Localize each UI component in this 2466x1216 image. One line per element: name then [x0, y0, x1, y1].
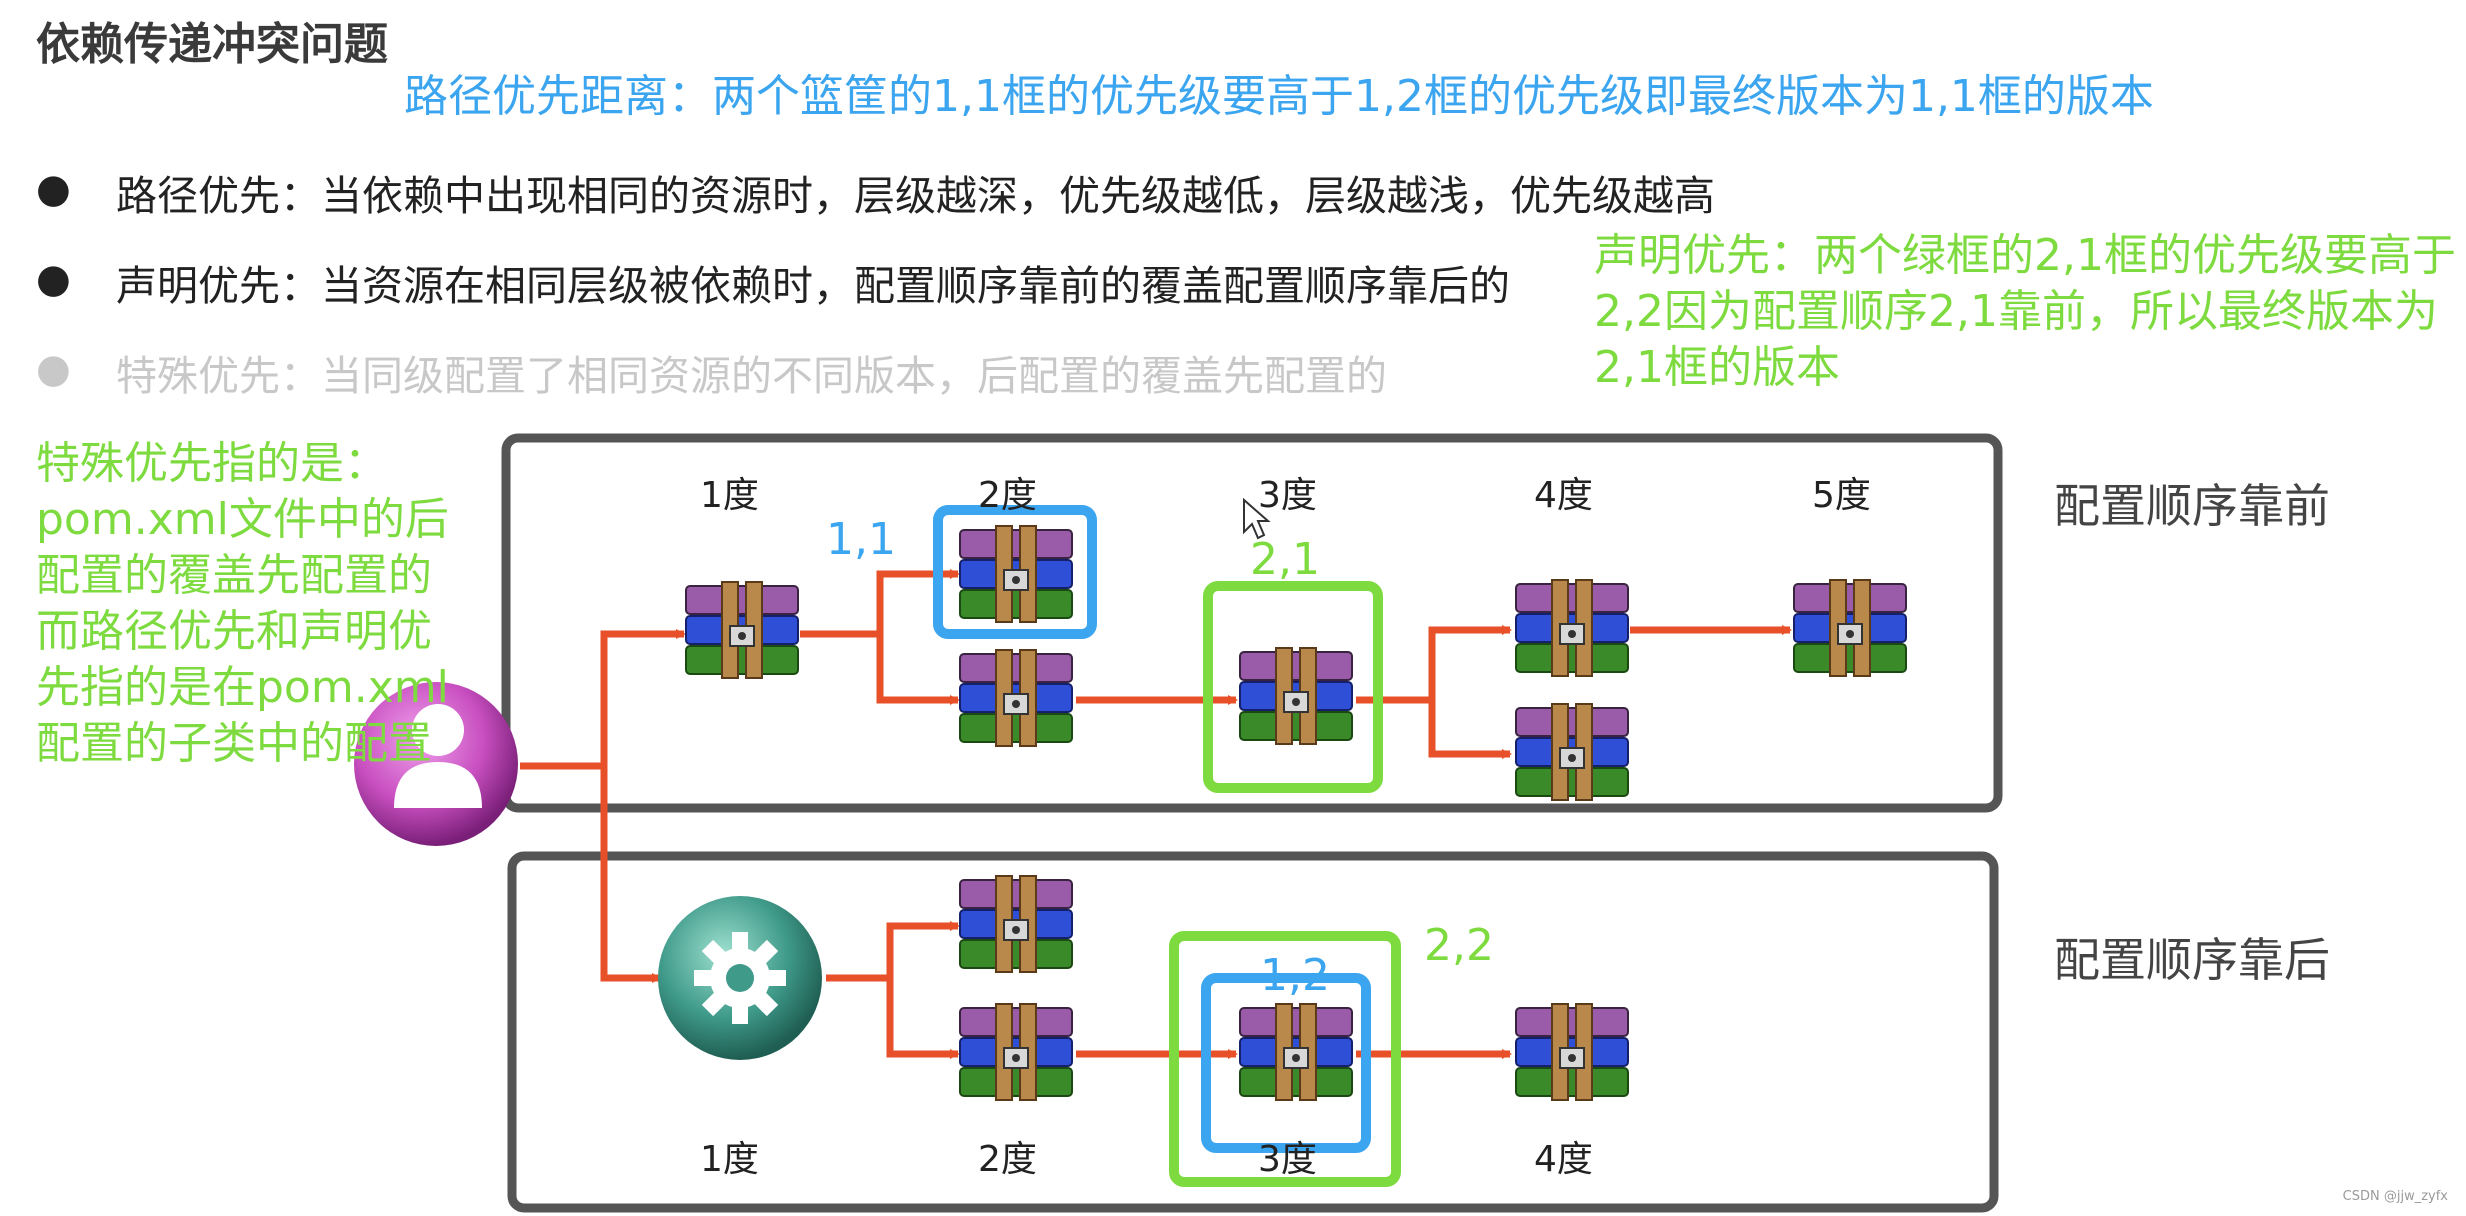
- bullet-dot: ●: [36, 346, 71, 392]
- user-icon: [354, 682, 518, 846]
- mouse-cursor-icon: [1243, 497, 1271, 540]
- level-label: 2度: [978, 475, 1037, 516]
- archive-icon: [1239, 647, 1353, 745]
- arrow-to-gear: [600, 766, 662, 983]
- page-title: 依赖传递冲突问题: [36, 19, 388, 70]
- arrow-l3-to-l4a: [1356, 625, 1512, 704]
- box-2-1: [1203, 581, 1383, 793]
- box-1-1: [933, 505, 1097, 639]
- level-label: 4度: [1534, 475, 1593, 516]
- arrow-gear-to-b2b: [886, 978, 960, 1059]
- level-label: 4度: [1534, 1139, 1593, 1180]
- arrow-l1-to-l2a: [800, 569, 960, 638]
- special-priority-note: 特殊优先指的是：pom.xml文件中的后配置的覆盖先配置的而路径优先和声明优先指…: [36, 438, 449, 769]
- box-2-2: [1169, 931, 1401, 1187]
- label-order-last: 配置顺序靠后: [2054, 933, 2330, 987]
- bullet-dot: ●: [36, 256, 71, 302]
- arrow-l3-to-l4b: [1428, 700, 1512, 759]
- archive-icon: [1515, 1003, 1629, 1101]
- box-label-2-2: 2,2: [1424, 920, 1494, 971]
- box-label-1-2: 1,2: [1260, 950, 1330, 1001]
- arrow-to-top-l1: [600, 629, 686, 766]
- bullet-special-priority: 特殊优先：当同级配置了相同资源的不同版本，后配置的覆盖先配置的: [116, 352, 1387, 400]
- level-label: 2度: [978, 1139, 1037, 1180]
- path-priority-note: 路径优先距离：两个篮筐的1,1框的优先级要高于1,2框的优先级即最终版本为1,1…: [404, 71, 2154, 122]
- bullet-declare-priority: 声明优先：当资源在相同层级被依赖时，配置顺序靠前的覆盖配置顺序靠后的: [116, 262, 1510, 310]
- bullet-path-priority: 路径优先：当依赖中出现相同的资源时，层级越深，优先级越低，层级越浅，优先级越高: [116, 172, 1715, 220]
- archive-icon: [1515, 703, 1629, 801]
- box-1-2: [1201, 973, 1371, 1153]
- archive-icon: [959, 875, 1073, 973]
- level-label: 1度: [700, 475, 759, 516]
- level-label: 5度: [1812, 475, 1871, 516]
- bottom-group-frame: [507, 851, 1999, 1213]
- archive-icon: [959, 1003, 1073, 1101]
- label-order-first: 配置顺序靠前: [2054, 479, 2330, 533]
- top-group-frame: [501, 433, 2003, 813]
- arrow-gear-to-b2a: [826, 921, 960, 982]
- archive-icon: [1793, 579, 1907, 677]
- archive-icon: [959, 649, 1073, 747]
- level-label: 3度: [1258, 475, 1317, 516]
- archive-icon: [1515, 579, 1629, 677]
- archive-icon: [959, 525, 1073, 623]
- level-label: 3度: [1258, 1139, 1317, 1180]
- declare-priority-note: 声明优先：两个绿框的2,1框的优先级要高于2,2因为配置顺序2,1靠前，所以最终…: [1594, 230, 2456, 393]
- credit: CSDN @jjw_zyfx: [2342, 1189, 2448, 1204]
- box-label-2-1: 2,1: [1250, 534, 1320, 585]
- arrow-l1-to-l2b: [876, 634, 960, 705]
- box-label-1-1: 1,1: [826, 514, 896, 565]
- archive-icon: [1239, 1003, 1353, 1101]
- bullet-dot: ●: [36, 166, 71, 212]
- level-label: 1度: [700, 1139, 759, 1180]
- gear-icon: [658, 896, 822, 1060]
- archive-icon: [685, 581, 799, 679]
